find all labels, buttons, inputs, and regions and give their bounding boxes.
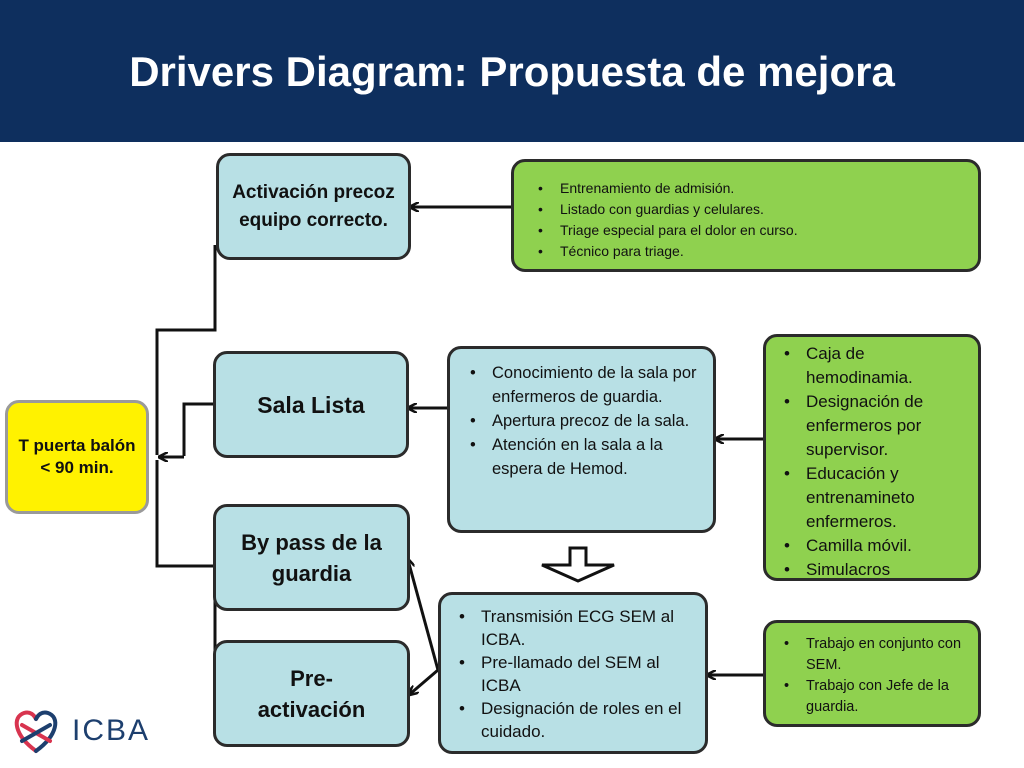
- list-item: Atención en la sala a la espera de Hemod…: [458, 433, 699, 481]
- list-item: Trabajo con Jefe de la guardia.: [772, 676, 970, 718]
- tree-line-bypass: [155, 460, 215, 568]
- driver-activacion-box: Activación precoz equipo correcto.: [216, 153, 411, 260]
- list-item: Designación de enfermeros por supervisor…: [772, 390, 970, 462]
- driver-preactivacion-text: Pre-activación: [257, 665, 366, 722]
- driver-bypass-text: By pass de la guardia: [241, 529, 382, 586]
- hollow-down-arrow-icon: [541, 546, 615, 583]
- list-item: Caja de hemodinamia.: [772, 342, 970, 390]
- list-item: Entrenamiento de admisión.: [526, 178, 968, 199]
- arrow-sem-to-preactivacion: [410, 668, 439, 694]
- intervention-sala-box: Conocimiento de la sala por enfermeros d…: [447, 346, 716, 533]
- driver-sala-box: Sala Lista: [213, 351, 409, 458]
- intervention-sem-list: Transmisión ECG SEM al ICBA. Pre-llamado…: [447, 605, 695, 743]
- list-item: Designación de roles en el cuidado.: [447, 697, 695, 743]
- header-bar: [0, 0, 1024, 142]
- intervention-sem-box: Transmisión ECG SEM al ICBA. Pre-llamado…: [438, 592, 708, 754]
- icba-heart-logo-icon: [14, 710, 58, 753]
- intervention-activacion-list: Entrenamiento de admisión. Listado con g…: [526, 178, 968, 262]
- driver-activacion-text: Activación precoz equipo correcto.: [232, 181, 395, 231]
- intervention-activacion-box: Entrenamiento de admisión. Listado con g…: [511, 159, 981, 272]
- driver-bypass-box: By pass de la guardia: [213, 504, 410, 611]
- intervention-sem-extra-list: Trabajo en conjunto con SEM. Trabajo con…: [772, 634, 970, 718]
- icba-logo: ICBA: [8, 700, 158, 762]
- intervention-sala-extra-list: Caja de hemodinamia. Designación de enfe…: [772, 342, 970, 582]
- arrow-sem-to-bypass: [408, 560, 440, 671]
- logo-text: ICBA: [72, 714, 151, 747]
- list-item: Apertura precoz de la sala.: [458, 409, 699, 433]
- intervention-sala-list: Conocimiento de la sala por enfermeros d…: [458, 361, 699, 481]
- driver-preactivacion-box: Pre-activación: [213, 640, 410, 747]
- list-item: Transmisión ECG SEM al ICBA.: [447, 605, 695, 651]
- page-title: Drivers Diagram: Propuesta de mejora: [129, 48, 895, 95]
- list-item: Listado con guardias y celulares.: [526, 199, 968, 220]
- driver-sala-text: Sala Lista: [257, 391, 365, 418]
- list-item: Triage especial para el dolor en curso.: [526, 220, 968, 241]
- list-item: Simulacros: [772, 558, 970, 582]
- tree-line-activacion: [155, 245, 217, 455]
- list-item: Trabajo en conjunto con SEM.: [772, 634, 970, 676]
- list-item: Pre-llamado del SEM al ICBA: [447, 651, 695, 697]
- list-item: Conocimiento de la sala por enfermeros d…: [458, 361, 699, 409]
- list-item: Técnico para triage.: [526, 241, 968, 262]
- intervention-sala-extra-box: Caja de hemodinamia. Designación de enfe…: [763, 334, 981, 582]
- list-item: Educación y entrenamineto enfermeros.: [772, 462, 970, 534]
- aim-text: T puerta balón < 90 min.: [18, 436, 136, 477]
- intervention-sem-extra-box: Trabajo en conjunto con SEM. Trabajo con…: [763, 620, 981, 727]
- list-item: Camilla móvil.: [772, 534, 970, 558]
- tree-line-sala: [182, 402, 215, 456]
- aim-box: T puerta balón < 90 min.: [5, 400, 149, 514]
